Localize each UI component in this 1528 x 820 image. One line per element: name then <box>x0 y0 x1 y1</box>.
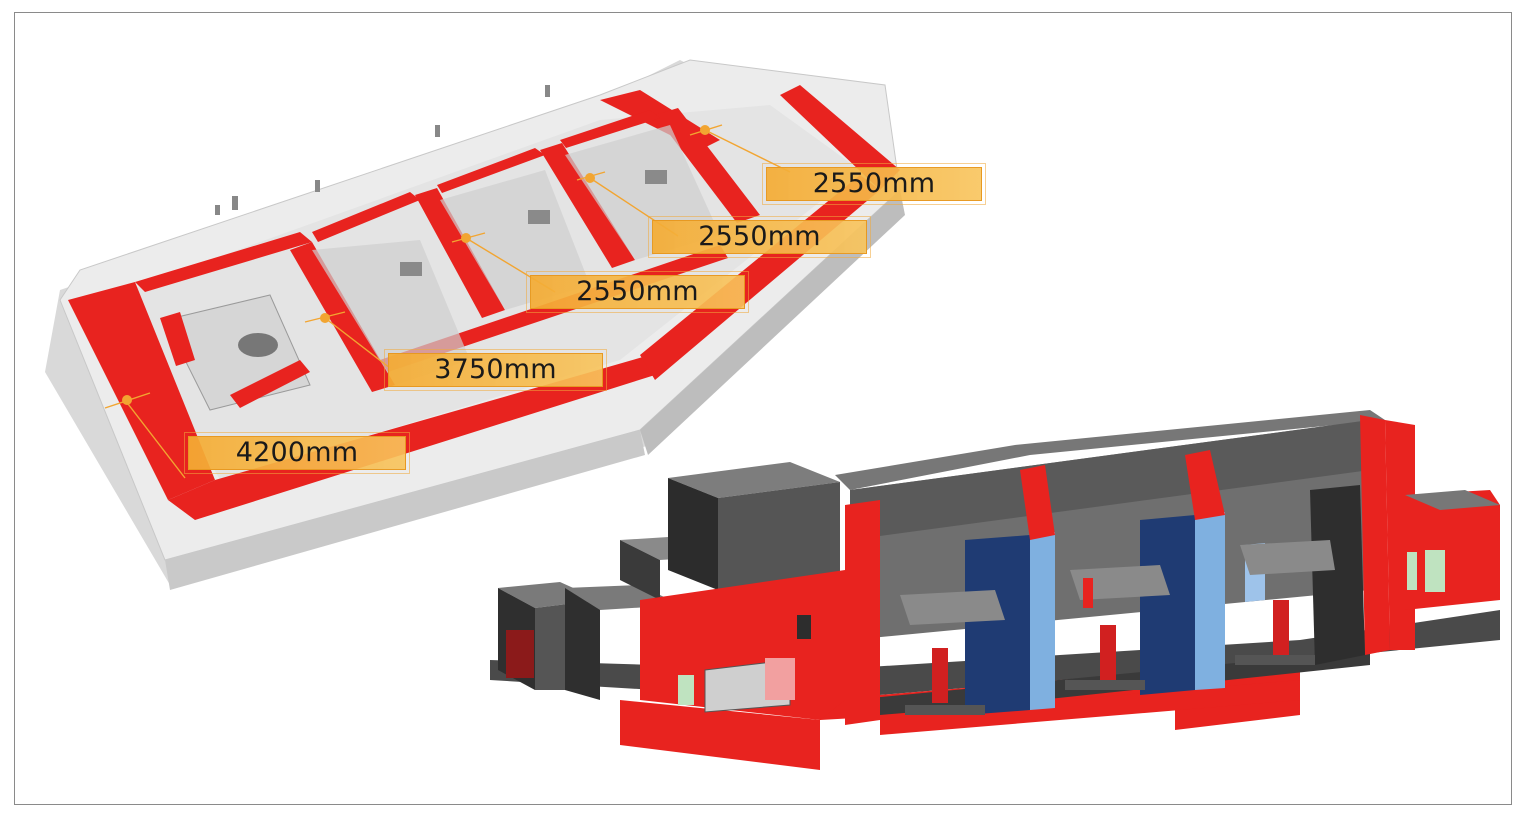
platform-2 <box>1070 565 1170 600</box>
cut-left-pier <box>845 500 880 725</box>
column-2-dark <box>1140 515 1195 695</box>
pink-panel <box>765 658 795 700</box>
cut-bottom-band <box>880 680 1300 735</box>
equipment-red-1 <box>932 648 948 703</box>
dimension-label-2550-mid: 2550mm <box>648 216 871 258</box>
mid-block-front <box>565 588 600 700</box>
right-window-green-2 <box>1407 552 1417 590</box>
round-table <box>238 333 278 357</box>
left-window-green <box>678 675 694 705</box>
column-2-red <box>1185 450 1225 520</box>
bench-2 <box>1065 680 1145 690</box>
section-roof <box>835 410 1385 490</box>
stub-3 <box>435 125 440 137</box>
partition-3 <box>540 143 635 268</box>
stub-4 <box>545 85 550 97</box>
partition-1 <box>290 242 395 392</box>
dimension-label-2550-low: 2550mm <box>526 271 749 313</box>
room-shadow-1 <box>312 240 470 385</box>
section-ceiling-band <box>850 420 1370 540</box>
equipment-1 <box>400 262 422 276</box>
right-window-green <box>1425 550 1445 592</box>
equipment-2 <box>528 210 550 224</box>
dimension-markers <box>122 125 710 405</box>
top-wall-1 <box>135 232 312 292</box>
top-wall-4 <box>560 110 660 148</box>
top-wall-2 <box>312 192 420 242</box>
base-slab-right <box>640 190 905 455</box>
inner-red-wall-2 <box>230 360 310 408</box>
base-red <box>620 700 820 770</box>
base-slab-side <box>165 430 645 590</box>
stub-1 <box>232 196 238 210</box>
dimension-label-3750: 3750mm <box>384 349 607 391</box>
inner-red-wall <box>160 312 195 366</box>
dark-opening <box>797 615 811 639</box>
equipment-red-3 <box>1273 600 1289 655</box>
stub-2 <box>315 180 320 192</box>
platform-3 <box>1240 540 1335 575</box>
outer-wall-bottom <box>168 355 655 520</box>
column-2-light <box>1195 512 1225 690</box>
equipment-3 <box>645 170 667 184</box>
bench-3 <box>1235 655 1315 665</box>
upper-block-front <box>620 540 660 600</box>
column-1-dark <box>965 535 1030 715</box>
stub-5 <box>215 205 220 215</box>
top-wall-3 <box>437 148 545 193</box>
column-1-light <box>1030 532 1055 710</box>
cut-right-wall <box>1310 485 1365 665</box>
tower-side <box>718 482 840 590</box>
tower-front <box>668 478 718 590</box>
small-red-box <box>1083 578 1093 608</box>
outer-wall-top-right <box>780 85 900 190</box>
dimension-label-4200: 4200mm <box>184 432 410 474</box>
outer-wall-left <box>68 282 215 500</box>
left-red-panel <box>506 630 534 678</box>
bench-1 <box>905 705 985 715</box>
column-1-red <box>1020 465 1055 540</box>
right-annex-top <box>1405 490 1500 510</box>
section-cut-model <box>490 410 1500 770</box>
tower-top <box>668 462 840 498</box>
cut-right-pier <box>1360 415 1390 655</box>
partition-4 <box>655 108 760 223</box>
platform-1 <box>900 590 1005 625</box>
dimension-label-2550-top: 2550mm <box>762 163 986 205</box>
partition-2 <box>415 188 505 318</box>
equipment-red-2 <box>1100 625 1116 680</box>
